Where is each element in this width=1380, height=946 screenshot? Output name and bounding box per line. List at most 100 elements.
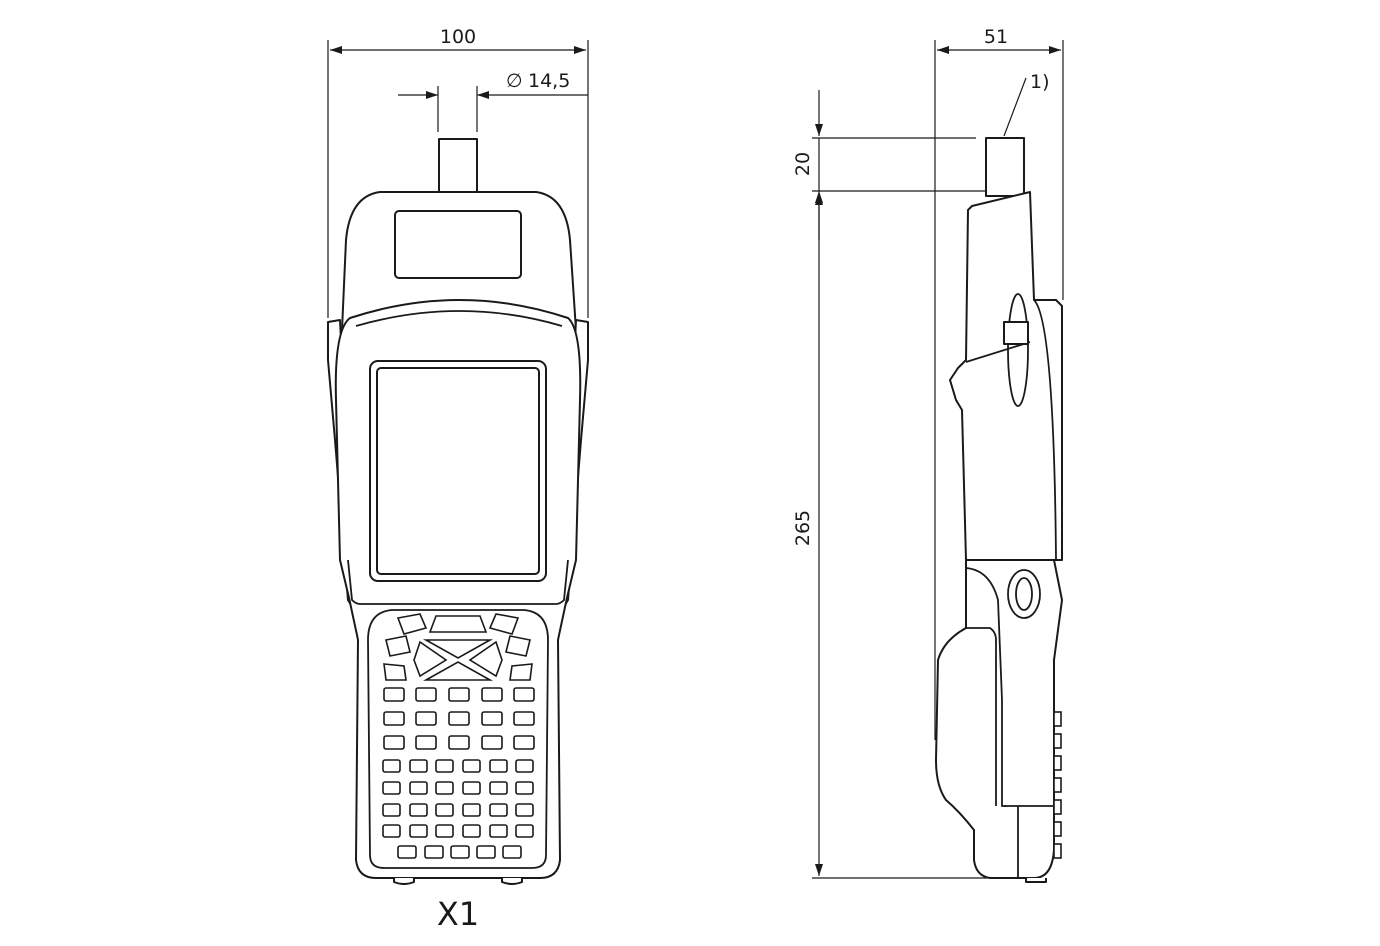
diameter-dimension: ∅ 14,5 (398, 70, 588, 132)
keypad-key (450, 845, 470, 859)
keypad-key (435, 781, 454, 795)
keypad-key (448, 735, 470, 750)
side-key-profile (1053, 755, 1062, 771)
depth-dimension-label: 51 (984, 26, 1008, 48)
nav-keys (383, 613, 533, 681)
width-dimension-label: 100 (440, 26, 476, 48)
keypad-key (502, 845, 522, 859)
side-scanner-head (949, 191, 1063, 561)
keypad-key (382, 803, 401, 817)
keypad-key (435, 803, 454, 817)
side-view: 51 1) 20 265 (792, 26, 1064, 883)
keypad-key (481, 687, 503, 702)
keypad-key (383, 687, 405, 702)
side-key-profile (1053, 799, 1062, 815)
screen-display (376, 367, 540, 575)
depth-dimension: 51 (934, 26, 1064, 740)
keypad-key (513, 687, 535, 702)
keypad-key (513, 711, 535, 726)
keypad-key (409, 781, 428, 795)
side-port-outer (1007, 569, 1041, 619)
dpad-left (413, 640, 448, 678)
keypad-key (462, 781, 481, 795)
soft-key-right (488, 613, 520, 635)
connector-height-label: 20 (792, 152, 814, 176)
diameter-dimension-label: 14,5 (528, 70, 570, 92)
side-port-inner (1015, 577, 1033, 611)
keypad-key (415, 711, 437, 726)
keypad-key (448, 711, 470, 726)
foot-right (501, 878, 523, 885)
side-back-contour (1033, 299, 1057, 561)
keypad-key (382, 824, 401, 838)
side-key-left (385, 635, 411, 657)
keypad-key (435, 824, 454, 838)
keypad-key (513, 735, 535, 750)
dpad-right (468, 640, 503, 678)
keypad-key (382, 781, 401, 795)
keypad-key (409, 759, 428, 773)
keypad-key (383, 711, 405, 726)
keypad-key (383, 735, 405, 750)
side-lower-body (935, 559, 1063, 879)
keypad-key (397, 845, 417, 859)
scanner-window (394, 210, 522, 279)
top-center-key (428, 615, 488, 633)
body-top-edge (355, 310, 563, 327)
keypad-key (481, 735, 503, 750)
front-view: 100 ∅ 14,5 (327, 26, 589, 933)
keypad-key (415, 735, 437, 750)
dpad-down (422, 661, 494, 681)
side-key-profile (1053, 711, 1062, 727)
keypad-key (424, 845, 444, 859)
keypad-key (489, 781, 508, 795)
keypad-key (448, 687, 470, 702)
keypad-key (462, 759, 481, 773)
foot-left (393, 878, 415, 885)
side-key-profile (1053, 821, 1062, 837)
keypad-key (489, 803, 508, 817)
connector-stub (438, 138, 478, 195)
keypad-well (367, 609, 549, 869)
side-trigger-line (965, 341, 1031, 363)
note-marker: 1) (1030, 71, 1050, 93)
keypad-key (462, 803, 481, 817)
side-grip-inner (966, 627, 997, 806)
side-key-profile (1053, 777, 1062, 793)
keypad-key (515, 759, 534, 773)
view-label: X1 (437, 895, 479, 933)
keypad-key (481, 711, 503, 726)
side-key-right (505, 635, 531, 657)
side-key-profile (1053, 843, 1062, 859)
width-dimension: 100 (327, 26, 589, 318)
keypad-key (462, 824, 481, 838)
side-foot (1025, 878, 1047, 883)
side-trigger-button (1003, 321, 1029, 345)
side-key-profiles (1053, 711, 1062, 859)
side-connector-stub (985, 137, 1025, 197)
side-key-profile (1053, 733, 1062, 749)
keypad-key (515, 824, 534, 838)
side-strap-loop (1007, 293, 1029, 407)
keypad-key (435, 759, 454, 773)
side-grip-contour (965, 567, 1006, 807)
keypad-keys (382, 687, 535, 859)
keypad-key (409, 824, 428, 838)
dpad-up (422, 639, 494, 659)
keypad-key (415, 687, 437, 702)
keypad-key (515, 803, 534, 817)
keypad-key (489, 759, 508, 773)
side-key-left-lower (383, 663, 407, 681)
diameter-symbol: ∅ (506, 70, 523, 92)
keypad-key (382, 759, 401, 773)
keypad-key (409, 803, 428, 817)
soft-key-left (396, 613, 428, 635)
keypad-key (476, 845, 496, 859)
keypad-seam (347, 559, 569, 605)
body-height-label: 265 (792, 510, 814, 546)
keypad-key (515, 781, 534, 795)
keypad-key (489, 824, 508, 838)
note-leader-line (1003, 77, 1027, 137)
side-key-right-lower (509, 663, 533, 681)
